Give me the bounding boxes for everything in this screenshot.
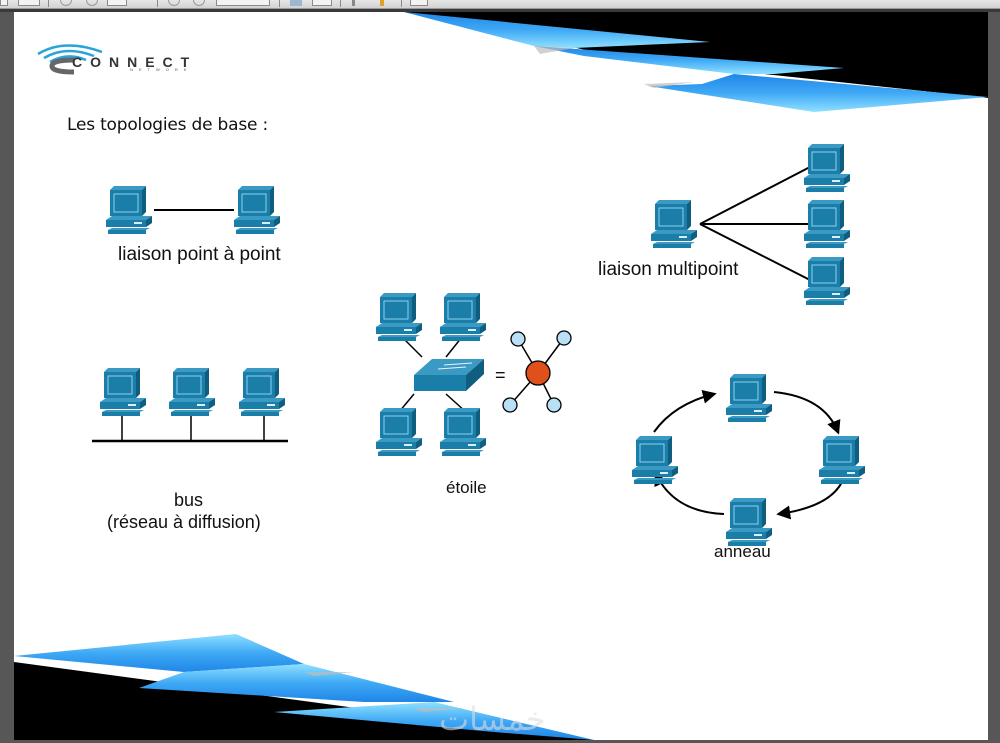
streak-shadow: [644, 82, 694, 88]
previous-page-icon[interactable]: [168, 0, 180, 6]
slide-title: Les topologies de base :: [67, 115, 269, 135]
leaf-node: [502, 397, 518, 413]
page-number-field[interactable]: [107, 0, 127, 6]
toolbar-separator: [340, 0, 341, 7]
logo-c-icon: [49, 57, 75, 75]
star-graph: [502, 330, 572, 413]
computer-icon: [725, 373, 773, 423]
ring-arrow: [773, 391, 841, 435]
streak-shadow: [534, 46, 574, 54]
computer-icon: [803, 256, 851, 306]
streak-shadow: [414, 708, 464, 712]
computer-icon: [439, 292, 487, 342]
link-line: [699, 223, 811, 281]
zoom-in-icon[interactable]: [86, 0, 98, 6]
streak-shadow: [304, 672, 354, 676]
toolbar-separator: [157, 0, 158, 7]
logo-text: CONNECT: [72, 54, 198, 70]
computer-icon: [650, 199, 698, 249]
next-page-icon[interactable]: [193, 0, 205, 6]
ring-topology: [631, 373, 866, 547]
bottom-lightning-streak: [139, 664, 454, 702]
computer-icon: [375, 407, 423, 457]
ring-arrow: [776, 481, 843, 520]
toolbar-button[interactable]: [0, 0, 8, 6]
equals-sign: =: [495, 365, 506, 385]
point-to-point-label: liaison point à point: [118, 244, 281, 265]
hub-node: [525, 360, 551, 386]
computer-icon: [233, 185, 281, 235]
multipoint-label: liaison multipoint: [598, 259, 739, 280]
bus-label: bus: [174, 490, 204, 510]
highlight-icon[interactable]: [380, 0, 384, 6]
leaf-node: [556, 330, 572, 346]
ring-arrow: [653, 389, 717, 433]
viewer-frame: [0, 9, 1000, 12]
ring-label: anneau: [714, 542, 771, 561]
slide-page: CONNECT NETWORK Les topologies de base :: [14, 12, 988, 740]
fit-page-icon[interactable]: [290, 0, 302, 6]
computer-icon: [631, 435, 679, 485]
top-lightning-streak: [404, 12, 710, 48]
computer-icon: [168, 367, 216, 417]
topologies-diagram: =: [92, 143, 866, 547]
link-line: [699, 166, 811, 225]
zoom-level-field[interactable]: [216, 0, 270, 6]
toolbar-separator: [279, 0, 280, 7]
computer-icon: [238, 367, 286, 417]
top-lightning-streak: [648, 74, 988, 112]
computer-icon: [725, 497, 773, 547]
toolbar-button[interactable]: [18, 0, 40, 6]
watermark: خمسات: [439, 700, 546, 738]
bottom-lightning-streak: [274, 702, 594, 740]
fit-width-icon[interactable]: [312, 0, 332, 6]
tool-icon[interactable]: [352, 0, 355, 6]
computer-icon: [439, 407, 487, 457]
logo-wifi-icon: [37, 44, 103, 64]
print-icon[interactable]: [410, 0, 428, 6]
top-lightning-streak: [534, 46, 844, 74]
computer-icon: [105, 185, 153, 235]
leaf-node: [546, 397, 562, 413]
point-to-point-topology: [105, 185, 281, 235]
computer-icon: [375, 292, 423, 342]
switch-icon: [414, 359, 484, 391]
toolbar-separator: [48, 0, 49, 7]
multipoint-topology: [650, 143, 851, 306]
bottom-lightning-streak: [14, 634, 304, 672]
logo-subtitle: NETWORK: [130, 67, 193, 72]
bus-topology: [92, 367, 288, 443]
slide-decoration: [14, 12, 988, 740]
viewer-toolbar: [0, 0, 1000, 9]
computer-icon: [818, 435, 866, 485]
star-label: étoile: [446, 478, 487, 497]
star-topology: [375, 292, 487, 457]
computer-icon: [99, 367, 147, 417]
bus-sublabel: (réseau à diffusion): [107, 512, 261, 532]
leaf-node: [510, 331, 526, 347]
computer-icon: [803, 143, 851, 193]
computer-icon: [803, 199, 851, 249]
zoom-out-icon[interactable]: [60, 0, 72, 6]
toolbar-separator: [401, 0, 402, 7]
